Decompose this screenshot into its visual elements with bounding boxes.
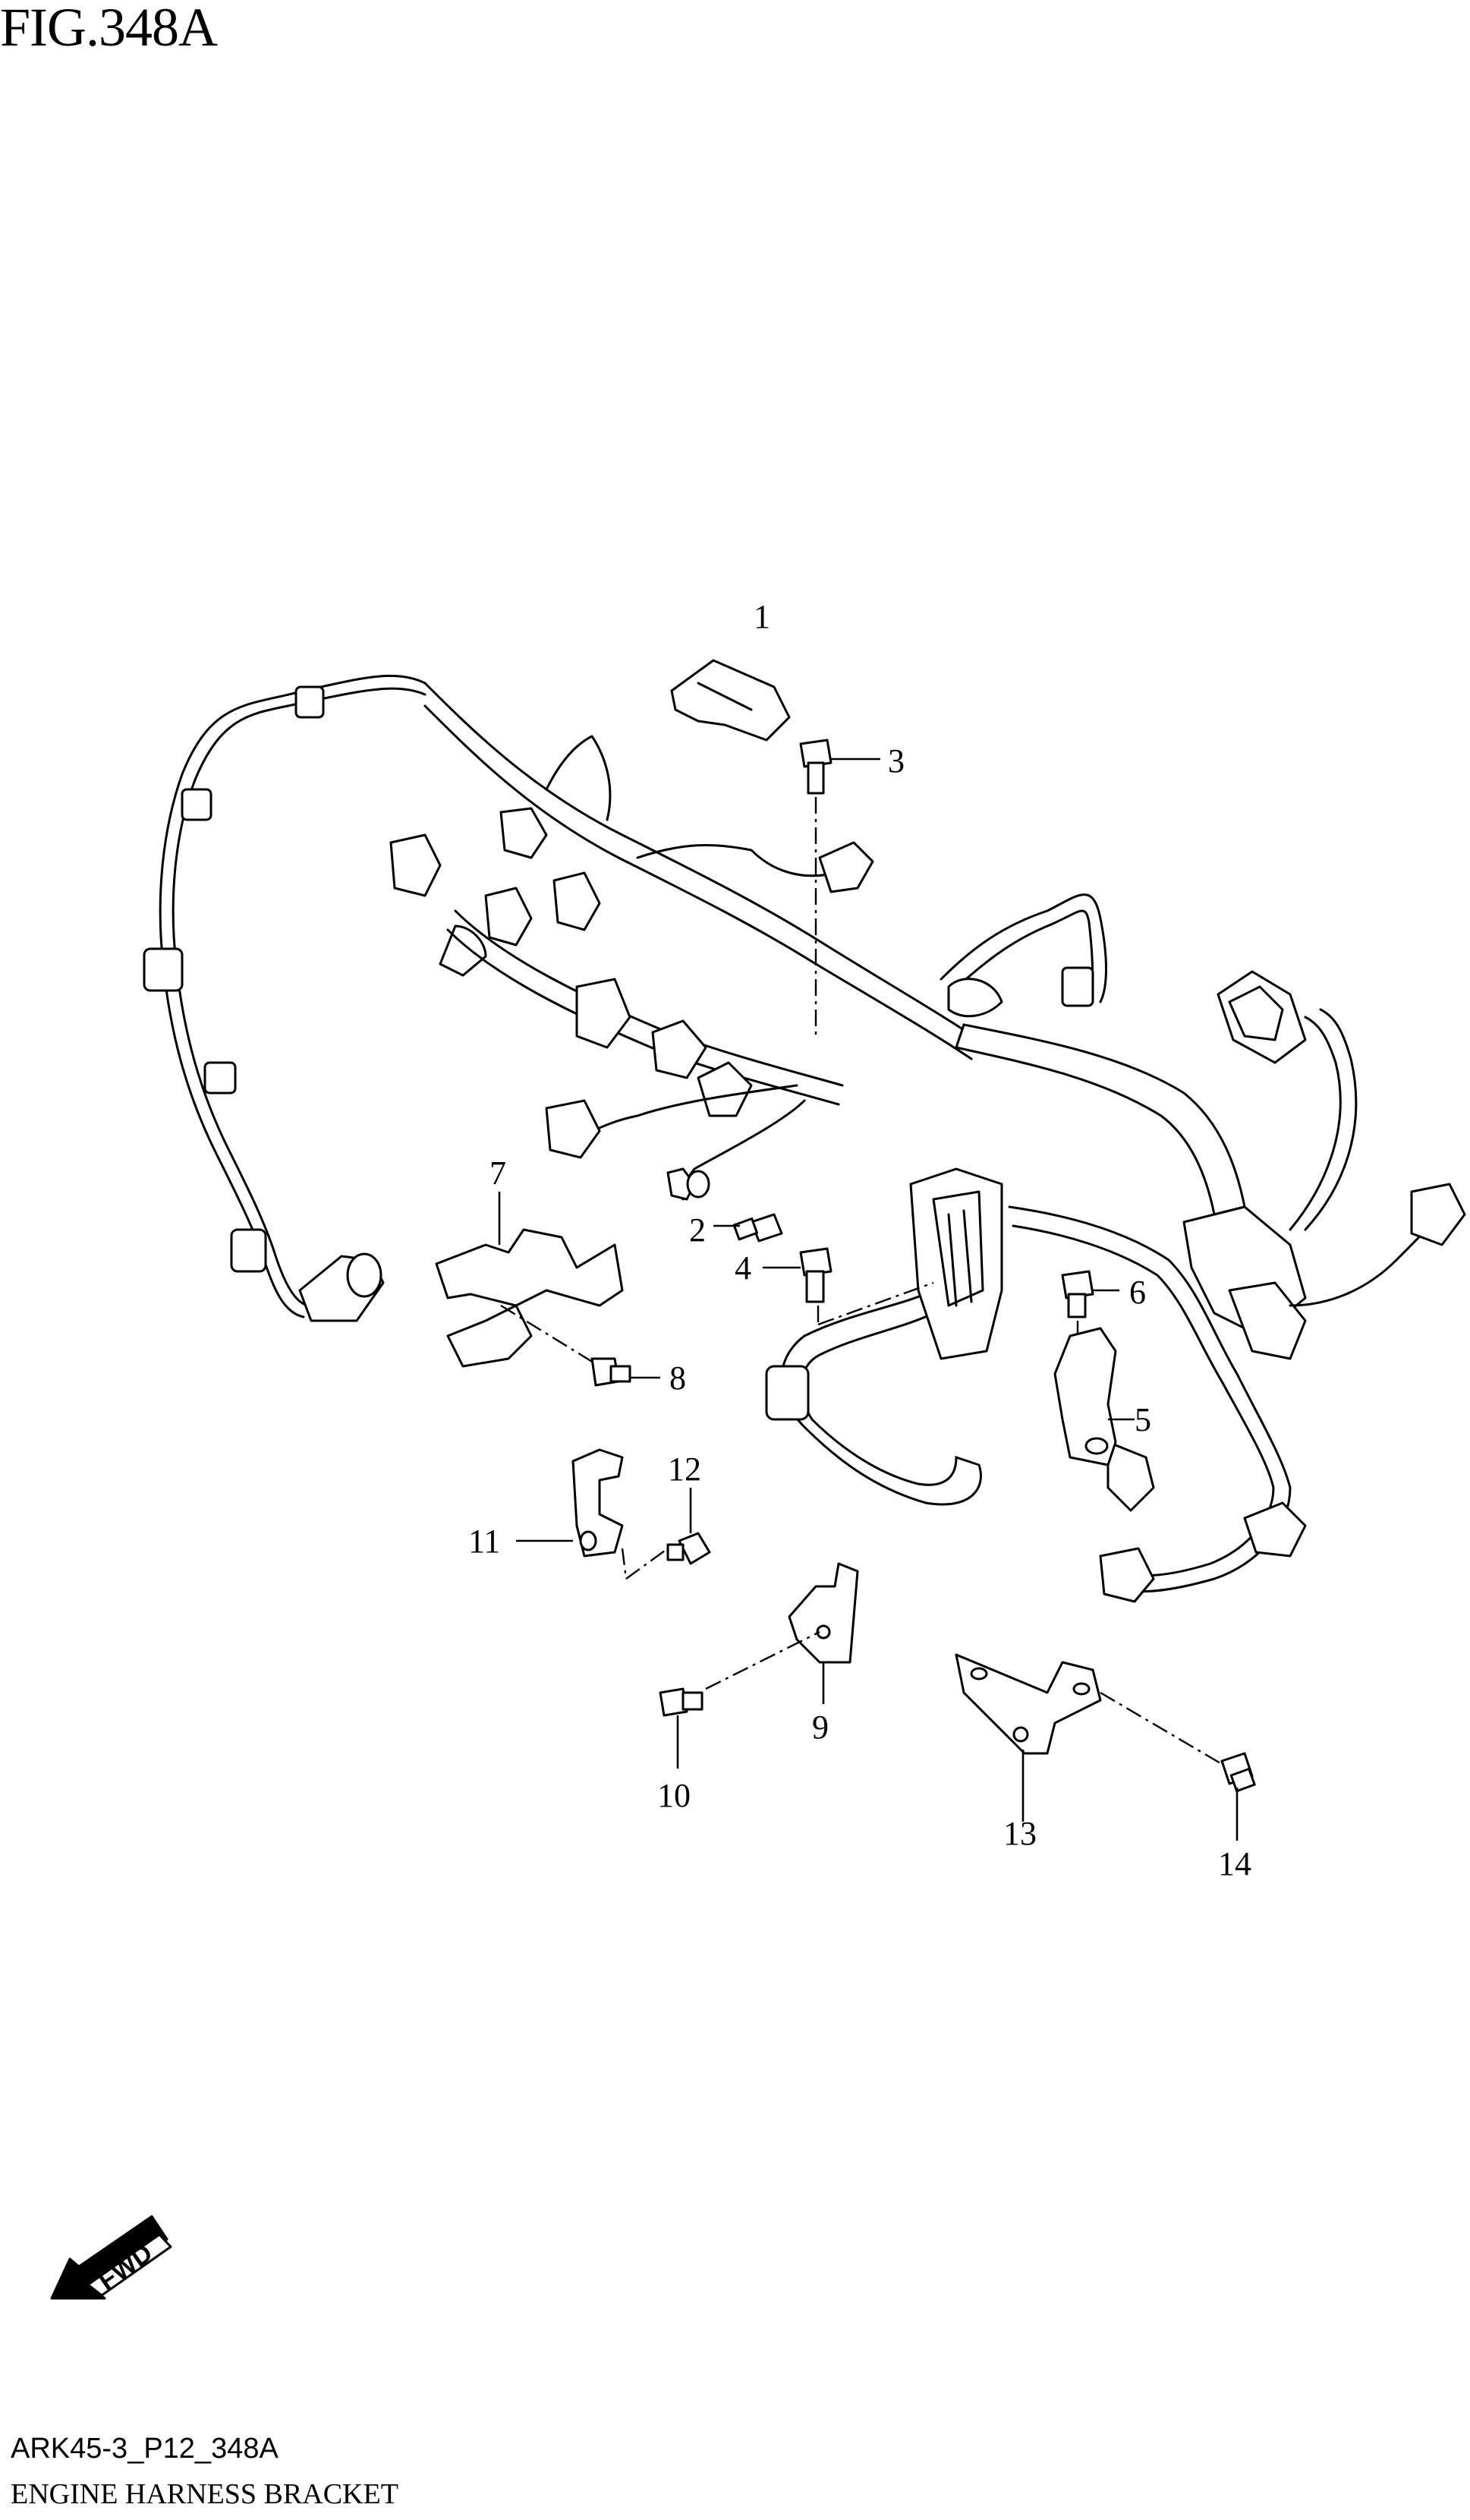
callout-9: 9 bbox=[812, 1709, 829, 1746]
part-2-bolt bbox=[686, 1170, 783, 1243]
callout-11: 11 bbox=[468, 1523, 500, 1560]
part-10-bolt bbox=[659, 1687, 704, 1769]
part-5-bracket bbox=[1053, 1327, 1135, 1466]
callout-1: 1 bbox=[754, 598, 770, 635]
part-12-bolt bbox=[666, 1488, 711, 1565]
part-4-bolt bbox=[763, 1247, 934, 1326]
part-8-bolt bbox=[590, 1357, 660, 1387]
part-13-bracket bbox=[955, 1653, 1230, 1822]
figure-title: FIG.348A bbox=[0, 0, 218, 58]
callout-7: 7 bbox=[489, 1154, 506, 1192]
part-3-bolt bbox=[799, 739, 880, 1040]
callout-8: 8 bbox=[669, 1359, 686, 1397]
callout-6: 6 bbox=[1129, 1274, 1146, 1311]
figure-code: ARK45-3_P12_348A bbox=[11, 2433, 279, 2465]
part-11-bracket bbox=[516, 1448, 669, 1580]
fwd-arrow-icon: FWD bbox=[50, 2215, 172, 2300]
callout-13: 13 bbox=[1003, 1815, 1037, 1852]
engine-wiring-harness bbox=[143, 674, 1466, 1603]
callout-14: 14 bbox=[1218, 1845, 1251, 1882]
part-7-bracket bbox=[435, 1192, 624, 1368]
figure-name: ENGINE HARNESS BRACKET bbox=[11, 2478, 398, 2510]
callout-3: 3 bbox=[888, 742, 905, 780]
part-14-bolt bbox=[1220, 1752, 1256, 1841]
callout-10: 10 bbox=[657, 1777, 691, 1814]
part-1-clamp bbox=[670, 659, 791, 742]
callout-2: 2 bbox=[689, 1211, 706, 1249]
clip bbox=[143, 947, 184, 992]
part-9-bracket bbox=[705, 1562, 859, 1704]
callout-4: 4 bbox=[735, 1249, 751, 1287]
callout-5: 5 bbox=[1135, 1401, 1151, 1438]
callout-12: 12 bbox=[668, 1451, 701, 1488]
part-6-bolt bbox=[1061, 1270, 1119, 1427]
